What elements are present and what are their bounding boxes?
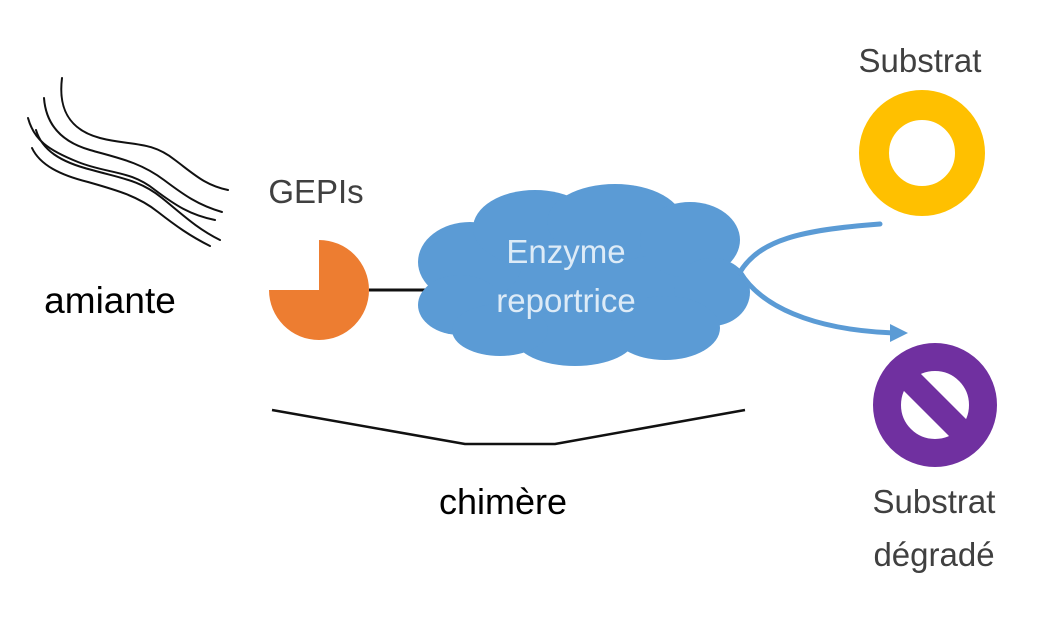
degraded-label-line1: Substrat bbox=[873, 483, 996, 520]
ring-substrate-icon bbox=[859, 90, 985, 216]
substrate-label: Substrat bbox=[859, 42, 982, 79]
reaction-arrow bbox=[737, 221, 898, 336]
enzyme-label-line2: reportrice bbox=[496, 282, 635, 319]
arrowhead-icon bbox=[890, 324, 908, 342]
asbestos-label: amiante bbox=[44, 280, 176, 321]
pacman-gepis-icon bbox=[269, 240, 369, 340]
prohibited-degraded-substrate-icon bbox=[873, 343, 997, 467]
degraded-label-line2: dégradé bbox=[873, 536, 994, 573]
gepis-label: GEPIs bbox=[268, 173, 363, 210]
asbestos-fibers-icon bbox=[27, 77, 229, 247]
cloud-enzyme-icon bbox=[418, 184, 750, 366]
chimera-brace bbox=[271, 408, 746, 446]
enzyme-label-line1: Enzyme bbox=[506, 233, 625, 270]
chimera-label: chimère bbox=[439, 481, 567, 522]
